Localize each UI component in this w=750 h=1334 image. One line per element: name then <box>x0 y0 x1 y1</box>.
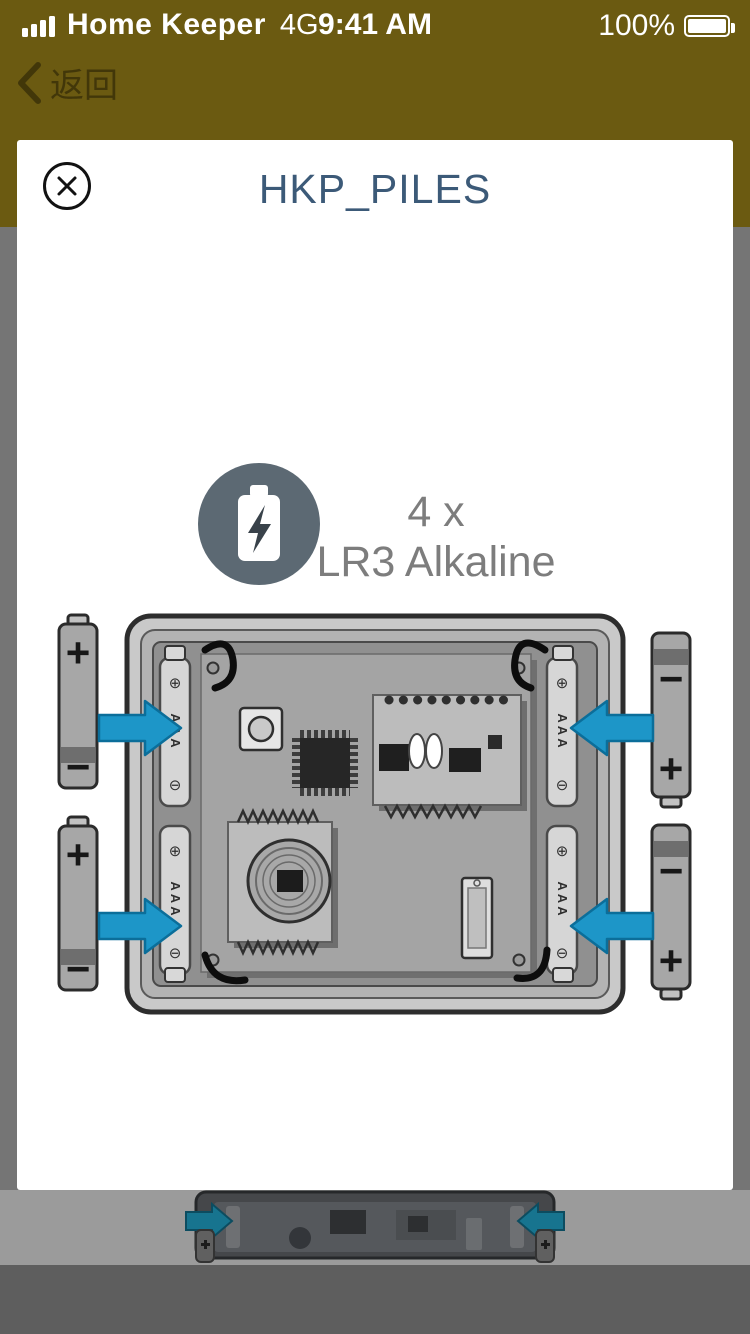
status-bar: Home Keeper 4G 9:41 AM 100% <box>0 0 750 44</box>
back-button-label: 返回 <box>50 67 118 105</box>
battery-badge <box>198 463 320 585</box>
battery-type-label: LR3 Alkaline <box>316 538 556 586</box>
image-viewer-modal: HKP_PILES 4 x LR3 Alkaline + − <box>17 140 733 1190</box>
buzzer-module-component <box>227 807 338 957</box>
battery-installation-diagram: + − − + ⊕ AAA ⊖ <box>57 613 692 1015</box>
aaa-battery <box>57 815 99 994</box>
battery-quantity-label: 4 x <box>407 488 465 536</box>
aaa-battery <box>650 631 692 809</box>
back-chevron-icon <box>18 61 41 104</box>
status-right: 100% <box>598 9 735 43</box>
device-back-panel <box>124 613 626 1015</box>
battery-percent-label: 100% <box>598 9 675 42</box>
network-type-label: 4G <box>279 8 319 41</box>
signal-strength-icon <box>22 13 55 37</box>
vertical-ic-component <box>460 876 494 960</box>
reset-button-component <box>238 706 284 752</box>
battery-slot <box>545 824 579 976</box>
battery-bolt-icon <box>238 485 280 561</box>
dimmed-background-diagram <box>0 1190 750 1334</box>
modal-title: HKP_PILES <box>258 166 492 212</box>
clock-label: 9:41 AM <box>318 8 432 41</box>
back-button[interactable]: 返回 <box>16 58 118 107</box>
aaa-battery <box>57 613 99 792</box>
aaa-battery <box>650 823 692 1001</box>
wires <box>201 639 551 985</box>
battery-spec: 4 x LR3 Alkaline <box>271 487 601 587</box>
battery-icon <box>684 15 735 37</box>
radio-module-component <box>372 694 527 820</box>
battery-slot <box>545 656 579 808</box>
battery-slot <box>158 824 192 976</box>
main-chip-component <box>292 730 358 796</box>
carrier-label: Home Keeper <box>67 8 266 41</box>
status-left: Home Keeper 4G <box>22 8 319 42</box>
close-icon <box>57 176 77 196</box>
close-button[interactable] <box>43 162 91 210</box>
